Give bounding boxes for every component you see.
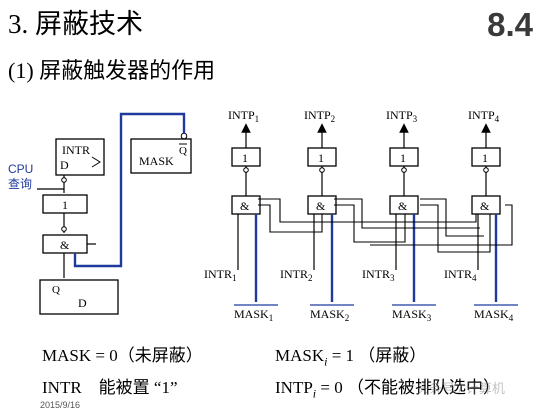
bottom-mask0-text: MASK = 0（未屏蔽） (42, 346, 203, 365)
left-or-gate-label: 1 (62, 198, 68, 212)
watermark: 头条号 / 计算机 (416, 381, 505, 396)
lower-ff-d-label: D (78, 296, 87, 310)
intpi-sub: i (312, 386, 317, 401)
intr-label-4: INTR4 (444, 267, 477, 283)
intp-label-4: INTP4 (468, 108, 500, 124)
cpu-label-line1: CPU (8, 162, 34, 176)
chain-wire-1-4 (258, 198, 477, 223)
channel-or-gate-label-3: 1 (400, 151, 406, 165)
channel-or-gate-label-4: 1 (482, 151, 488, 165)
cpu-label-line2: 查询 (8, 177, 33, 191)
maski-sub: i (324, 354, 328, 369)
bottom-intpi-text: INTPi = 0 （不能被排队选中） (275, 377, 500, 404)
chain-wire-1-2 (258, 204, 323, 233)
lower-ff-q-label: Q (52, 284, 60, 296)
or-bubble-4 (483, 167, 489, 173)
intp-label-3: INTP3 (386, 108, 418, 124)
intr-label-2: INTR2 (280, 267, 313, 283)
bottom-maski-text: MASKi = 1 （屏蔽） (275, 345, 426, 372)
or-bubble-2 (319, 167, 325, 173)
intr-label-1: INTR1 (204, 267, 237, 283)
intr-ff-d-label: D (60, 158, 69, 172)
intpi-base: INTP (275, 378, 313, 397)
mask-label-3: MASK3 (392, 307, 432, 323)
chain-wire-3-4 (420, 204, 491, 253)
slide-title: 3. 屏蔽技术 (8, 9, 143, 39)
channel-or-gate-label-2: 1 (318, 151, 324, 165)
mask-label-1: MASK1 (234, 307, 273, 323)
or-bubble-1 (243, 167, 249, 173)
intp-label-2: INTP2 (304, 108, 335, 124)
channel-and-gate-3 (389, 195, 419, 215)
or-output-bubble (61, 226, 67, 232)
left-circuit: INTR D MASK Q 1 & Q D (37, 112, 192, 315)
chain-wire-return (370, 204, 513, 246)
mask-label-4: MASK4 (474, 307, 514, 323)
maski-rest: = 1 （屏蔽） (327, 346, 427, 365)
mask-ff-label: MASK (139, 154, 174, 168)
channel-or-gate-label-1: 1 (242, 151, 248, 165)
slide-subtitle: (1) 屏蔽触发器的作用 (8, 58, 216, 83)
chain-wire-2-3 (334, 204, 406, 243)
channel-and-gate-label-4: & (480, 199, 490, 213)
intp-label-1: INTP1 (228, 108, 259, 124)
left-and-gate-label: & (60, 238, 70, 252)
cpu-query-label: CPU 查询 (8, 162, 33, 192)
slide-number: 8.4 (487, 6, 533, 43)
channel-and-gate-label-3: & (398, 199, 408, 213)
mask-ff-qbar-label: Q (179, 145, 187, 157)
intr-output-bubble (61, 177, 67, 183)
channel-and-gate-label-2: & (316, 199, 326, 213)
intpi-rest: = 0 （不能被排队选中） (316, 378, 500, 397)
left-or-gate (42, 194, 88, 214)
intr-ff-label: INTR (62, 143, 90, 157)
mask-flipflop-box (130, 138, 192, 174)
clock-triangle-icon (91, 156, 101, 168)
intr-label-3: INTR3 (362, 267, 395, 283)
blue-mask-signal-wire (73, 112, 186, 268)
mask-label-2: MASK2 (310, 307, 349, 323)
maski-base: MASK (275, 346, 325, 365)
bottom-intr-text: INTR 能被置 “1” (42, 378, 178, 397)
chain-wire-3-4b (420, 198, 484, 237)
mask-output-bubble (180, 132, 188, 140)
or-bubble-3 (401, 167, 407, 173)
channel-and-gate-4 (471, 195, 501, 215)
intr-flipflop-box (55, 138, 105, 176)
lower-flipflop-box (39, 279, 119, 315)
slide-date: 2015/9/16 (40, 400, 81, 410)
channel-and-gate-label-1: & (240, 199, 250, 213)
chain-wire-2-4 (334, 198, 480, 229)
daisy-chain-wires (258, 198, 513, 253)
